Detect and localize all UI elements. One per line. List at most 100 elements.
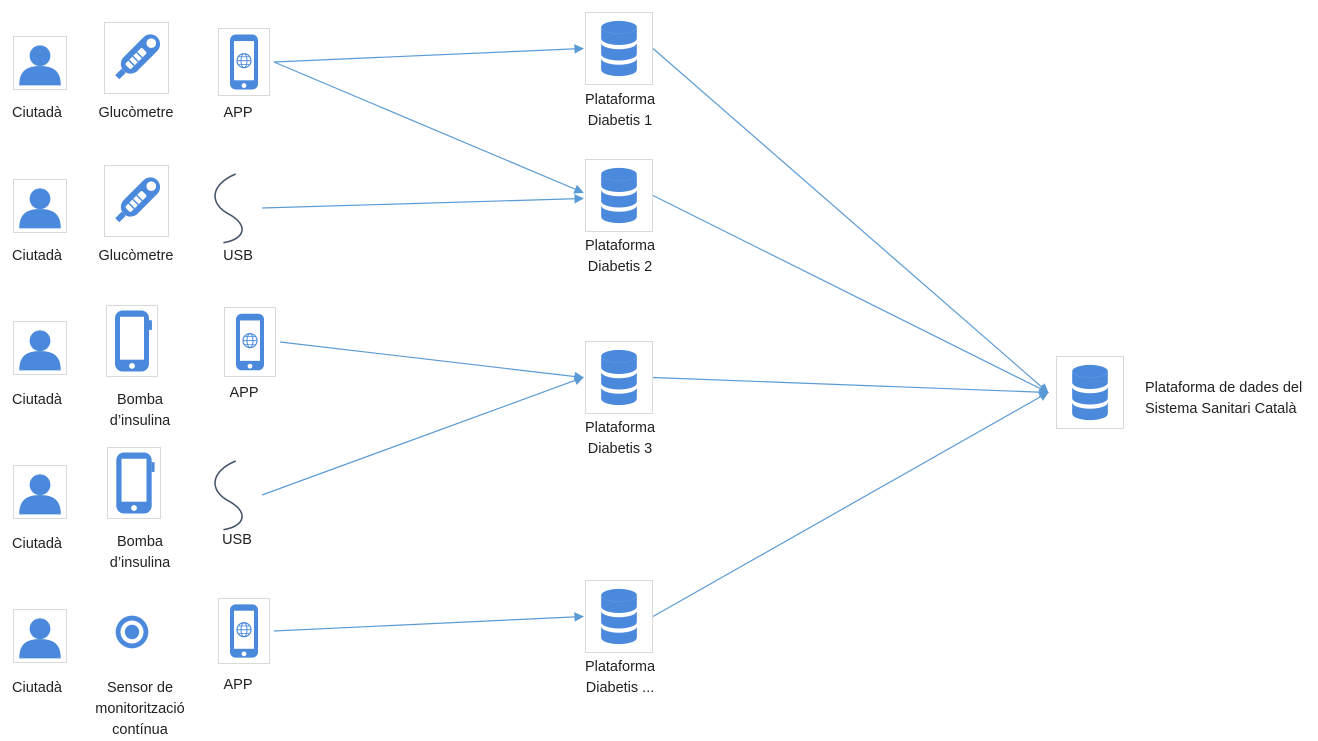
row-4-link-box (200, 455, 258, 535)
row-1-citizen-avatar (13, 36, 67, 90)
row-4-citizen-avatar (13, 465, 67, 519)
row-2-device-box (104, 165, 169, 237)
person-icon (19, 45, 61, 86)
row-4-device-label-line-2: d’insulina (109, 555, 171, 571)
row-5-device-label-line-3: contínua (112, 722, 168, 738)
usb-cable-icon (214, 173, 243, 244)
row-3-link-box (224, 307, 276, 377)
row-5-citizen-label: Ciutadà (0, 678, 117, 699)
sensor-icon (115, 615, 149, 649)
database-icon (601, 349, 637, 406)
row-2-device-label-line-1: Glucòmetre (98, 248, 174, 264)
row-5-device-label: Sensor de monitorització contínua (60, 678, 220, 741)
person-icon (19, 330, 61, 371)
row-3-link-label-line-1: APP (229, 385, 259, 401)
platform-3-database (585, 341, 653, 414)
row-2-link-label-line-1: USB (223, 248, 253, 264)
database-icon (601, 167, 637, 224)
row-2-link-label: USB (158, 246, 318, 267)
smartphone-globe-icon (236, 313, 264, 371)
row-3-link-label: APP (164, 383, 324, 404)
row-4-citizen-label-line-1: Ciutadà (12, 536, 62, 552)
row-4-citizen-label: Ciutadà (0, 534, 117, 555)
connector-platform-3-to-central (652, 376, 1049, 397)
platform-4-label-line-2: Diabetis ... (585, 680, 655, 696)
row-3-device-box (106, 305, 158, 377)
row-3-citizen-label: Ciutadà (0, 390, 117, 411)
connector-row-1-link-to-platform-2 (273, 61, 584, 194)
central-database (1056, 356, 1124, 429)
smartphone-globe-icon (230, 34, 258, 90)
usb-cable-icon (214, 460, 243, 531)
row-5-citizen-label-line-1: Ciutadà (12, 680, 62, 696)
row-3-device-label: Bomba d’insulina (60, 390, 220, 432)
platform-3-label-line-1: Plataforma (584, 420, 656, 436)
glucometer-icon (115, 34, 161, 80)
connector-row-1-link-to-platform-1 (273, 44, 584, 63)
row-2-citizen-label-line-1: Ciutadà (12, 248, 62, 264)
row-5-device-label-line-1: Sensor de (106, 680, 174, 696)
row-5-device-label-line-2: monitorització (95, 701, 185, 717)
row-4-link-label: USB (157, 530, 317, 551)
row-4-device-label: Bomba d’insulina (60, 532, 220, 574)
person-icon (19, 474, 61, 515)
platform-1-label-line-2: Diabetis 1 (587, 113, 653, 129)
connector-row-5-link-to-platform-4 (273, 612, 584, 632)
row-1-link-label: APP (158, 103, 318, 124)
row-5-citizen-avatar (13, 609, 67, 663)
row-4-link-label-line-1: USB (222, 532, 252, 548)
person-icon (19, 188, 61, 229)
row-1-link-box (218, 28, 270, 96)
central-label-line-1: Plataforma de dades del (1145, 380, 1303, 396)
row-2-citizen-avatar (13, 179, 67, 233)
connector-row-3-link-to-platform-3 (279, 341, 584, 382)
row-1-citizen-label: Ciutadà (0, 103, 117, 124)
database-icon (1072, 364, 1108, 421)
smartphone-globe-icon (230, 604, 258, 658)
connector-platform-2-to-central (652, 194, 1049, 394)
insulin-pump-icon (116, 452, 155, 514)
row-2-link-box (200, 168, 258, 248)
row-4-device-label-line-1: Bomba (117, 534, 163, 550)
row-4-device-box (107, 447, 161, 519)
central-label-line-2: Sistema Sanitari Català (1145, 401, 1297, 417)
row-5-link-label-line-1: APP (223, 677, 253, 693)
connector-row-2-link-to-platform-2 (261, 193, 584, 209)
platform-2-database (585, 159, 653, 232)
platform-1-database (585, 12, 653, 85)
row-2-citizen-label: Ciutadà (0, 246, 117, 267)
glucometer-icon (115, 177, 161, 223)
row-5-link-label: APP (158, 675, 318, 696)
platform-2-label-line-1: Plataforma (584, 238, 656, 254)
connector-row-4-link-to-platform-3 (261, 375, 584, 496)
row-1-device-box (104, 22, 169, 94)
row-2-device-label: Glucòmetre (56, 246, 216, 267)
connector-platform-4-to-central (652, 391, 1049, 618)
row-1-citizen-label-line-1: Ciutadà (12, 105, 62, 121)
database-icon (601, 20, 637, 77)
insulin-pump-icon (115, 310, 152, 372)
row-1-device-label-line-1: Glucòmetre (98, 105, 174, 121)
row-5-device-box (107, 607, 157, 657)
row-5-link-box (218, 598, 270, 664)
platform-3-label-line-2: Diabetis 3 (587, 441, 653, 457)
connector-platform-1-to-central (652, 48, 1049, 394)
row-3-citizen-label-line-1: Ciutadà (12, 392, 62, 408)
platform-4-label-line-1: Plataforma (584, 659, 656, 675)
row-3-device-label-line-2: d’insulina (109, 413, 171, 429)
platform-4-database (585, 580, 653, 653)
platform-2-label-line-2: Diabetis 2 (587, 259, 653, 275)
platform-1-label-line-1: Plataforma (584, 92, 656, 108)
database-icon (601, 588, 637, 645)
person-icon (19, 618, 61, 659)
row-3-citizen-avatar (13, 321, 67, 375)
row-3-device-label-line-1: Bomba (117, 392, 163, 408)
row-1-link-label-line-1: APP (223, 105, 253, 121)
row-1-device-label: Glucòmetre (56, 103, 216, 124)
